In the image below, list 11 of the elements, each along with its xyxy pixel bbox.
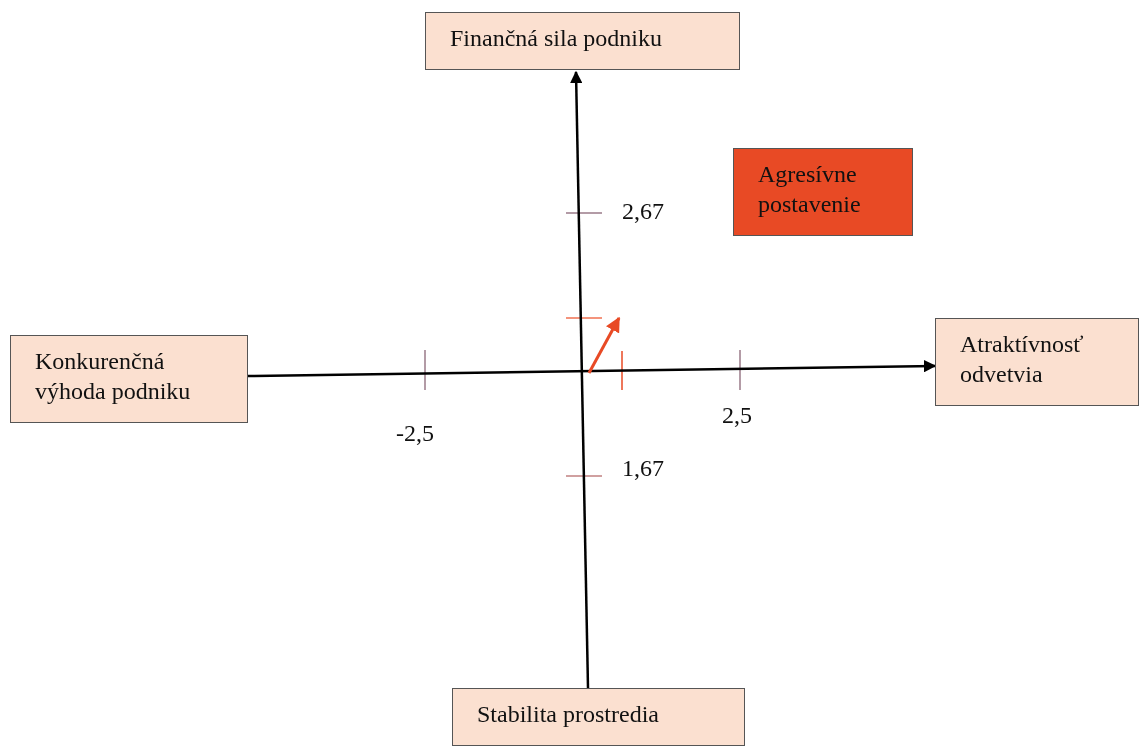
label-box: Konkurenčná výhoda podniku — [10, 335, 248, 423]
axis-arrow — [569, 70, 590, 689]
label-box: Atraktívnosť odvetvia — [935, 318, 1139, 406]
highlight-box: Agresívne postavenie — [733, 148, 913, 236]
label-box: Stabilita prostredia — [452, 688, 745, 746]
label-box: Finančná sila podniku — [425, 12, 740, 70]
axis-value: 2,5 — [722, 402, 752, 429]
axis-value: -2,5 — [396, 420, 434, 447]
axis-value: 1,67 — [622, 455, 664, 482]
axis-arrow — [248, 359, 937, 378]
axis-value: 2,67 — [622, 198, 664, 225]
